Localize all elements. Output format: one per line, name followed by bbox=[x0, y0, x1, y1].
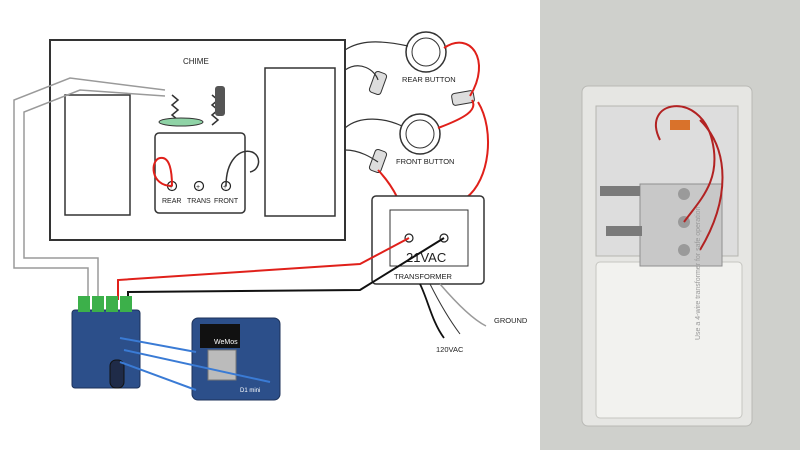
front-coil-wire bbox=[225, 150, 260, 187]
chime-housing bbox=[49, 39, 346, 241]
relay-protoboard bbox=[71, 296, 141, 389]
front-button-label: FRONT BUTTON bbox=[396, 157, 454, 166]
svg-text:+: + bbox=[223, 184, 227, 191]
blue-wire-3 bbox=[119, 361, 197, 391]
ground-label: GROUND bbox=[494, 316, 528, 325]
svg-text:+: + bbox=[169, 184, 173, 191]
front-button-wire-a bbox=[344, 118, 403, 129]
mains-wire-white bbox=[429, 283, 461, 335]
transformer bbox=[371, 195, 485, 285]
red-wire-transformer-to-board bbox=[117, 237, 410, 300]
red-wire-rear-button bbox=[443, 41, 480, 97]
ground-wire bbox=[439, 283, 487, 327]
rear-button-wire-b bbox=[344, 65, 379, 81]
mains-label: 120VAC bbox=[436, 345, 464, 354]
blue-wire-1 bbox=[119, 337, 197, 353]
terminal-label-trans: TRANS bbox=[187, 198, 211, 205]
red-wire-front-button bbox=[437, 99, 475, 129]
d1-mini-board bbox=[191, 317, 281, 401]
svg-text:+: + bbox=[196, 184, 200, 191]
chime-photo: Use a 4-wire transformer for safe operat… bbox=[540, 0, 800, 450]
transformer-voltage: 21VAC bbox=[406, 250, 446, 265]
gray-sense-wire-1 bbox=[13, 77, 166, 300]
board-model: D1 mini bbox=[240, 388, 260, 394]
rear-button-wire-a bbox=[344, 41, 409, 51]
wire-nuts bbox=[368, 70, 475, 174]
board-brand: WeMos bbox=[214, 339, 238, 346]
terminal-label-front: FRONT bbox=[214, 198, 239, 205]
photo-wires bbox=[654, 105, 724, 251]
front-button-wire-b bbox=[344, 149, 379, 163]
rear-button-label: REAR BUTTON bbox=[402, 75, 456, 84]
mains-wire-black bbox=[419, 283, 445, 339]
blue-wire-2 bbox=[123, 349, 271, 383]
cover-text: Use a 4-wire transformer for safe operat… bbox=[695, 206, 702, 340]
rear-coil-wire bbox=[152, 156, 173, 187]
rear-button bbox=[405, 31, 447, 73]
wiring-diagram: CHIME + + + REAR TRANS FRONT REAR BUTTON… bbox=[13, 31, 528, 401]
front-button bbox=[399, 113, 441, 155]
terminal-label-rear: REAR bbox=[162, 198, 181, 205]
chime-unit bbox=[581, 85, 753, 427]
gray-sense-wire-2 bbox=[23, 89, 166, 300]
chime-label: CHIME bbox=[183, 57, 209, 66]
transformer-label: TRANSFORMER bbox=[394, 272, 453, 281]
chime-plunger bbox=[158, 86, 225, 127]
